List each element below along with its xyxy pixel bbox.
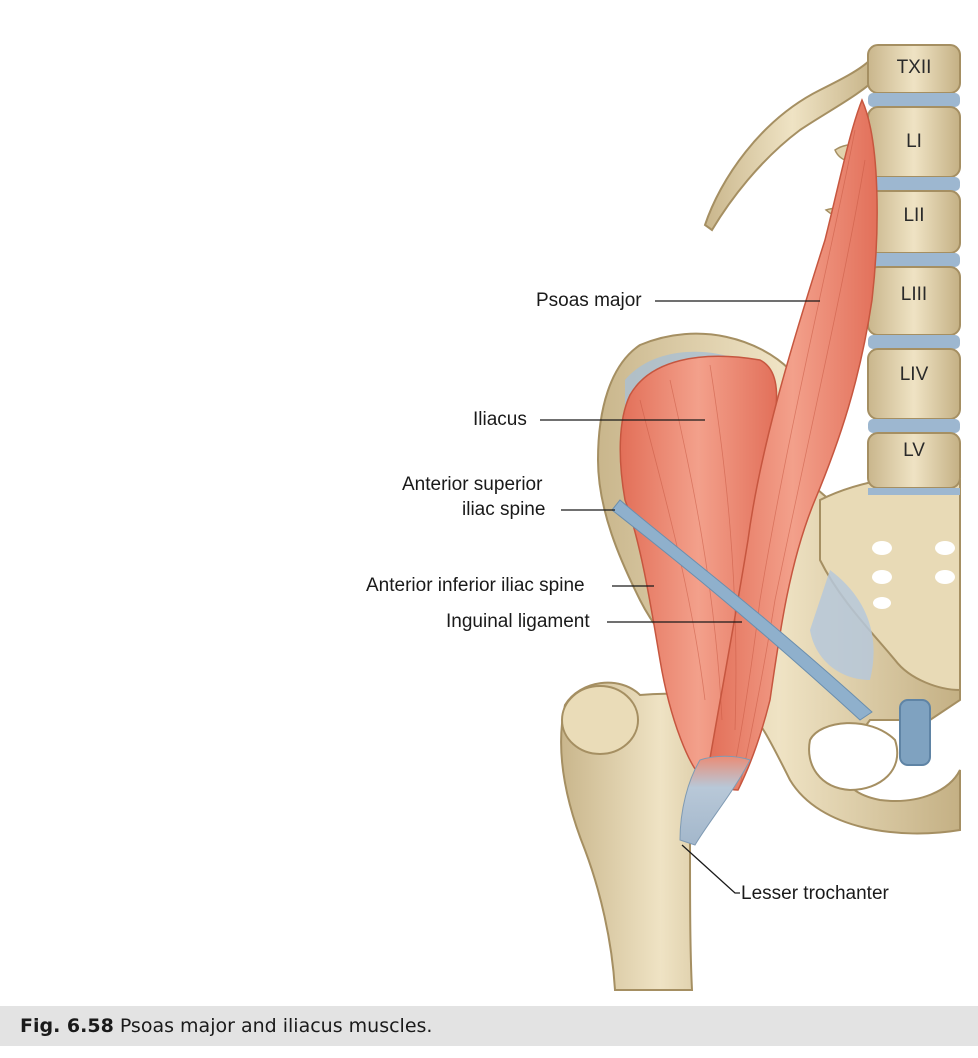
muscle-fibres [639, 129, 866, 786]
label-iliacus: Iliacus [473, 409, 527, 430]
label-psoas-major: Psoas major [536, 290, 642, 311]
figure-caption-text: Psoas major and iliacus muscles. [119, 1015, 433, 1037]
vertebra-label-txii: TXII [896, 57, 932, 78]
label-inguinal-ligament: Inguinal ligament [446, 611, 590, 632]
inguinal-ligament [611, 499, 873, 721]
label-aiis: Anterior inferior iliac spine [366, 575, 585, 596]
label-lesser-trochanter: Lesser trochanter [741, 883, 889, 904]
figure-number: Fig. 6.58 [20, 1015, 114, 1037]
tendon [679, 755, 751, 846]
anatomy-illustration [540, 44, 961, 991]
vertebra-label-liii: LIII [900, 284, 928, 305]
vertebra-label-li: LI [906, 131, 922, 152]
label-asis-line2: iliac spine [462, 499, 546, 520]
vertebra-label-liv: LIV [899, 364, 929, 385]
vertebra-label-lii: LII [903, 205, 925, 226]
vertebra-label-lv: LV [903, 440, 925, 461]
label-asis-line1: Anterior superior [402, 474, 543, 495]
leader-lines [540, 300, 820, 894]
